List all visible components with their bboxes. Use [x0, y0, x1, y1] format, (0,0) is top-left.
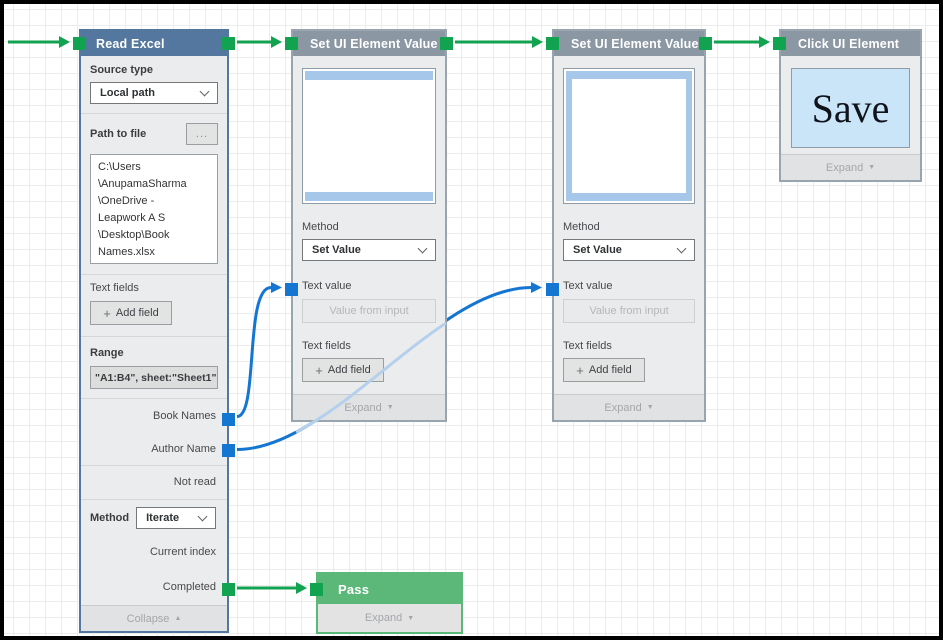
node-header[interactable]: Set UI Element Value [293, 31, 445, 56]
add-field-label: Add field [115, 307, 159, 319]
plus-icon: + [576, 362, 584, 378]
path-to-file-label: Path to file [90, 127, 147, 140]
node-click-ui-element[interactable]: Click UI Element Save Expand ▼ [773, 29, 922, 182]
not-read-port-label: Not read [173, 476, 216, 488]
triangle-down-icon: ▼ [386, 404, 394, 411]
current-index-port-label: Current index [149, 545, 216, 558]
method-select[interactable]: Set Value [302, 239, 436, 261]
expand-label: Expand [825, 161, 864, 174]
input-port[interactable] [73, 37, 86, 50]
output-port[interactable] [699, 37, 712, 50]
method-label: Method [302, 221, 339, 233]
input-port[interactable] [773, 37, 786, 50]
preview-top-stripe [305, 71, 433, 80]
method-value: Set Value [573, 244, 622, 256]
method-label: Method [563, 221, 600, 233]
expand-label: Expand [604, 401, 642, 414]
book-names-port[interactable] [222, 413, 235, 426]
text-value-port[interactable] [546, 283, 559, 296]
triangle-down-icon: ▼ [646, 404, 654, 411]
triangle-up-icon: ▲ [174, 615, 182, 622]
ui-element-preview[interactable]: Save [791, 68, 910, 148]
method-value: Set Value [312, 244, 361, 256]
plus-icon: + [103, 305, 111, 321]
add-field-button[interactable]: + Add field [90, 301, 172, 325]
completed-port[interactable] [222, 583, 235, 596]
text-value-input[interactable]: Value from input [563, 299, 695, 323]
node-header[interactable]: Pass [318, 574, 461, 604]
node-title: Set UI Element Value [310, 36, 438, 51]
method-label: Method [90, 511, 130, 524]
range-label: Range [90, 347, 124, 359]
preview-body [566, 71, 692, 201]
text-value-label: Text value [563, 280, 613, 292]
chevron-down-icon [199, 86, 210, 96]
text-fields-label: Text fields [302, 340, 351, 352]
expand-button[interactable]: Expand ▼ [318, 604, 461, 632]
preview-bottom-stripe [305, 192, 433, 201]
input-port[interactable] [310, 583, 323, 596]
range-input[interactable]: "A1:B4", sheet:"Sheet1" [90, 366, 218, 389]
expand-button[interactable]: Expand ▼ [781, 154, 920, 180]
source-type-label: Source type [90, 64, 153, 76]
collapse-button[interactable]: Collapse ▲ [81, 605, 227, 631]
input-port[interactable] [285, 37, 298, 50]
browse-button[interactable]: ... [186, 123, 218, 145]
input-port[interactable] [546, 37, 559, 50]
plus-icon: + [315, 362, 323, 378]
collapse-label: Collapse [126, 612, 170, 625]
add-field-label: Add field [588, 364, 632, 376]
completed-port-label: Completed [162, 581, 216, 593]
method-select[interactable]: Iterate [136, 507, 217, 529]
triangle-down-icon: ▼ [407, 614, 415, 622]
text-value-label: Text value [302, 280, 352, 292]
node-title: Read Excel [96, 36, 165, 51]
node-title: Pass [338, 581, 370, 597]
node-header[interactable]: Read Excel [81, 31, 227, 56]
expand-label: Expand [364, 612, 403, 624]
text-fields-label: Text fields [90, 282, 139, 294]
path-to-file-input[interactable]: C:\Users \AnupamaSharma \OneDrive - Leap… [90, 154, 218, 264]
method-value: Iterate [146, 512, 180, 524]
author-name-port-label: Author Name [151, 443, 216, 455]
expand-button[interactable]: Expand ▼ [554, 394, 704, 420]
source-type-value: Local path [100, 87, 156, 99]
save-button-image: Save [811, 85, 890, 131]
book-names-port-label: Book Names [153, 410, 216, 422]
chevron-down-icon [417, 243, 428, 253]
source-type-select[interactable]: Local path [90, 82, 218, 104]
node-header[interactable]: Click UI Element [781, 31, 920, 56]
output-port[interactable] [440, 37, 453, 50]
node-pass[interactable]: Pass Expand ▼ [310, 572, 463, 634]
add-field-label: Add field [327, 364, 371, 376]
expand-button[interactable]: Expand ▼ [293, 394, 445, 420]
node-set-ui-element-value-1[interactable]: Set UI Element Value Method Set Value Te… [285, 29, 453, 422]
preview-body [305, 80, 433, 192]
triangle-down-icon: ▼ [868, 164, 876, 171]
text-value-port[interactable] [285, 283, 298, 296]
author-name-port[interactable] [222, 444, 235, 457]
expand-label: Expand [344, 401, 382, 414]
chevron-down-icon [197, 511, 208, 521]
text-fields-label: Text fields [563, 340, 612, 352]
node-title: Set UI Element Value [571, 36, 699, 51]
ui-element-preview[interactable] [302, 68, 436, 204]
ui-element-preview[interactable] [563, 68, 695, 204]
output-port[interactable] [222, 37, 235, 50]
add-field-button[interactable]: + Add field [302, 358, 384, 382]
node-header[interactable]: Set UI Element Value [554, 31, 704, 56]
node-read-excel[interactable]: Read Excel Source type Local path Path t… [73, 29, 235, 633]
add-field-button[interactable]: + Add field [563, 358, 645, 382]
method-select[interactable]: Set Value [563, 239, 695, 261]
node-set-ui-element-value-2[interactable]: Set UI Element Value Method Set Value Te… [546, 29, 712, 422]
node-title: Click UI Element [798, 36, 900, 51]
chevron-down-icon [676, 243, 687, 253]
text-value-input[interactable]: Value from input [302, 299, 436, 323]
